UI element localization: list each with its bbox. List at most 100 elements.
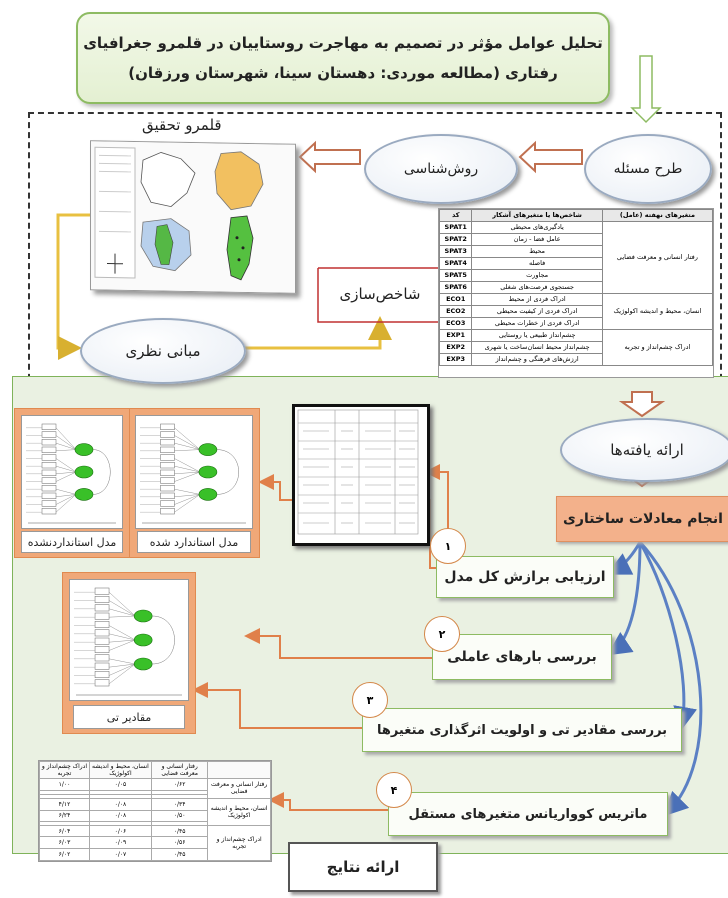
indicator-node xyxy=(41,462,57,469)
indicator-item-cell: فاصله xyxy=(471,257,603,270)
fit-indices-table xyxy=(292,404,430,546)
step-3-box: بررسی مقادیر تی و اولویت اثرگذاری متغیره… xyxy=(362,708,682,752)
latent-factor-node xyxy=(198,465,218,479)
loading-path xyxy=(108,592,136,617)
indicator-node xyxy=(41,485,57,492)
latent-factor-node xyxy=(74,443,94,456)
indicator-node xyxy=(94,637,110,645)
methodology-node: روش‌شناسی xyxy=(364,134,518,204)
loading-path xyxy=(108,663,136,684)
cov-row-label: انسان، محیط و اندیشه اکولوژیک xyxy=(207,797,271,826)
method-to-region-arrow xyxy=(298,140,361,174)
indicator-code-cell: ECO1 xyxy=(439,293,473,306)
indicator-node xyxy=(160,423,175,430)
indicator-node xyxy=(160,439,175,446)
indicator-code-cell: EXP3 xyxy=(439,353,473,366)
indicator-node xyxy=(160,500,175,507)
loading-path xyxy=(55,427,77,450)
loading-path xyxy=(174,471,200,475)
indicator-code-cell: ECO2 xyxy=(439,305,473,318)
loading-path xyxy=(109,658,136,665)
step-1-number: ۱ xyxy=(430,528,466,564)
indicator-code-cell: EXP2 xyxy=(439,341,473,354)
loading-path xyxy=(174,435,201,450)
title-line-1: تحلیل عوامل مؤثر در تصمیم به مهاجرت روست… xyxy=(83,34,603,52)
indicator-node xyxy=(41,431,57,438)
cov-header-corner xyxy=(207,761,271,779)
loading-path xyxy=(108,600,136,617)
indicator-node xyxy=(160,446,175,453)
indicator-item-cell: ارزش‌های فرهنگی و چشم‌انداز xyxy=(471,353,603,366)
problem-statement-node: طرح مسئله xyxy=(584,134,712,204)
indicator-node xyxy=(160,462,175,469)
indicator-code-cell: EXP1 xyxy=(439,329,473,342)
title-line-2: رفتاری (مطالعه موردی: دهستان سینا، شهرست… xyxy=(128,64,558,82)
loading-path xyxy=(55,458,77,473)
standardized-model-frame: مدل استاندارد شده xyxy=(128,408,260,558)
fit-indices-grid xyxy=(297,409,419,535)
results-box: ارائه نتایج xyxy=(288,842,438,892)
indicator-factor-cell: انسان، محیط و اندیشه اکولوژیک xyxy=(601,293,713,330)
problem-to-method-arrow xyxy=(518,140,583,174)
standardized-model-caption: مدل استاندارد شده xyxy=(137,531,251,553)
step-4-number: ۴ xyxy=(376,772,412,808)
cov-value-cell: ۶/۰۳ xyxy=(39,836,90,850)
loading-path xyxy=(174,494,201,513)
loading-path xyxy=(174,494,200,498)
loading-path xyxy=(108,639,136,651)
indicator-item-cell: جستجوی فرصت‌های شغلی xyxy=(471,281,603,294)
indicator-node xyxy=(94,596,110,603)
tvalues-model-frame: مقادیر تی xyxy=(62,572,196,734)
indicator-code-cell: SPAT4 xyxy=(439,257,473,270)
cov-value-cell: ۰/۰۶ xyxy=(88,824,152,838)
loading-path xyxy=(108,663,136,676)
indicator-header-item: شاخص‌ها یا متغیرهای آشکار xyxy=(471,209,603,222)
step3-to-tvalues xyxy=(192,682,362,729)
indicator-node xyxy=(94,679,110,687)
loading-path xyxy=(109,615,136,618)
sem-to-step2 xyxy=(607,541,642,656)
indicator-node xyxy=(160,492,175,499)
indicator-node xyxy=(94,621,110,628)
latent-factor-node xyxy=(198,443,218,456)
loading-path xyxy=(174,427,201,450)
cov-value-cell: ۴/۱۲ xyxy=(39,797,90,811)
indicator-node xyxy=(94,612,110,620)
indicator-code-cell: SPAT5 xyxy=(439,269,473,282)
loading-path xyxy=(55,494,77,513)
indicator-node xyxy=(41,469,57,476)
loading-path xyxy=(174,471,200,482)
cov-value-cell: ۶/۰۲ xyxy=(39,848,90,861)
indicator-node xyxy=(41,500,57,507)
loading-path xyxy=(174,442,200,450)
latent-factor-node xyxy=(74,465,94,479)
indicator-node xyxy=(160,485,175,492)
indicator-item-cell: چشم‌انداز طبیعی یا روستایی xyxy=(471,329,603,342)
indicator-item-cell: ادراک فردی از خطرات محیطی xyxy=(471,317,603,330)
indicator-code-cell: ECO3 xyxy=(439,317,473,330)
indicator-node xyxy=(94,646,110,653)
covariance-table-grid: رفتار انسانی و معرفت فضایی انسان، محیط و… xyxy=(39,761,271,862)
cov-value-cell: ۰/۴۵ xyxy=(150,848,209,861)
loading-path xyxy=(55,465,77,473)
cov-value-cell: ۰/۵۰ xyxy=(150,809,209,823)
theoretical-basis-node: مبانی نظری xyxy=(80,318,246,384)
cov-value-cell: ۰/۶۲ xyxy=(150,777,209,792)
region-to-theory-arrow xyxy=(56,213,92,360)
indicator-item-cell: محیط xyxy=(471,245,603,258)
indicator-factor-cell: ادراک چشم‌انداز و تجربه xyxy=(601,329,713,366)
step-4-box: ماتریس کوواریانس متغیرهای مستقل xyxy=(388,792,668,836)
study-region-label: قلمرو تحقیق xyxy=(142,116,222,134)
indicator-item-cell: ادراک فردی از کیفیت محیطی xyxy=(471,305,603,318)
cov-value-cell: ۰/۰۸ xyxy=(88,797,152,811)
indicator-node xyxy=(41,439,57,446)
